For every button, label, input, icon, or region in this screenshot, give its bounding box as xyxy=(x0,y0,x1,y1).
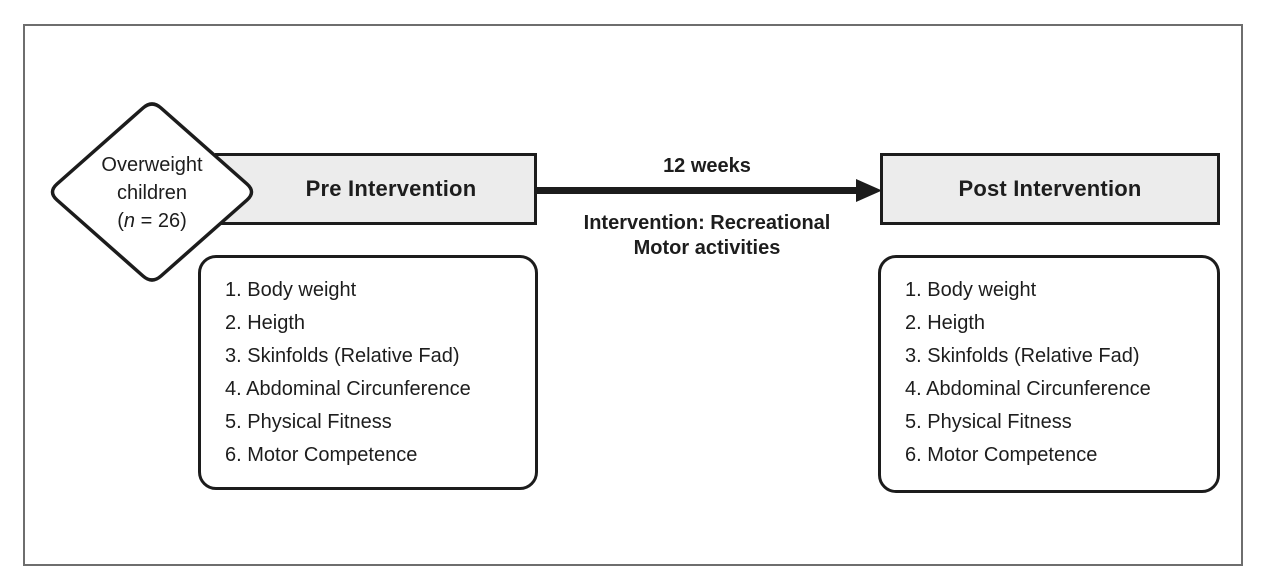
post-intervention-box: Post Intervention xyxy=(880,153,1220,225)
measure-item: 3. Skinfolds (Relative Fad) xyxy=(225,345,460,367)
population-line2: children xyxy=(116,182,188,204)
pre-intervention-box: Pre Intervention xyxy=(215,153,537,225)
population-sample-size: (n = 26) xyxy=(57,207,247,235)
measure-item: 1. Body weight xyxy=(905,279,1037,301)
post-intervention-label: Post Intervention xyxy=(958,176,1142,201)
population-diamond-label: Overweight children (n = 26) xyxy=(57,151,247,235)
measure-item: 3. Skinfolds (Relative Fad) xyxy=(905,345,1140,367)
measure-item: 6. Motor Competence xyxy=(905,444,1098,466)
intervention-label-line2: Motor activities xyxy=(633,237,781,259)
sample-size-suffix: = 26) xyxy=(135,210,187,232)
measure-item: 1. Body weight xyxy=(225,279,357,301)
post-measures-list: 1. Body weight 2. Heigth 3. Skinfolds (R… xyxy=(878,255,1220,493)
measure-item: 4. Abdominal Circunference xyxy=(225,378,471,400)
measure-item: 4. Abdominal Circunference xyxy=(905,378,1151,400)
pre-measures-list: 1. Body weight 2. Heigth 3. Skinfolds (R… xyxy=(198,255,538,490)
measure-item: 5. Physical Fitness xyxy=(905,411,1072,433)
arrow-duration-label: 12 weeks xyxy=(663,155,751,177)
measure-item: 5. Physical Fitness xyxy=(225,411,392,433)
measure-item: 2. Heigth xyxy=(905,312,986,334)
sample-size-n-symbol: n xyxy=(123,210,136,232)
pre-intervention-label: Pre Intervention xyxy=(305,176,477,201)
population-line1: Overweight xyxy=(101,154,203,176)
measure-item: 2. Heigth xyxy=(225,312,306,334)
sample-size-prefix: ( xyxy=(117,210,124,232)
measure-item: 6. Motor Competence xyxy=(225,444,418,466)
intervention-label-line1: Intervention: Recreational xyxy=(583,212,831,234)
arrow-intervention-label: Intervention: Recreational Motor activit… xyxy=(532,211,882,261)
